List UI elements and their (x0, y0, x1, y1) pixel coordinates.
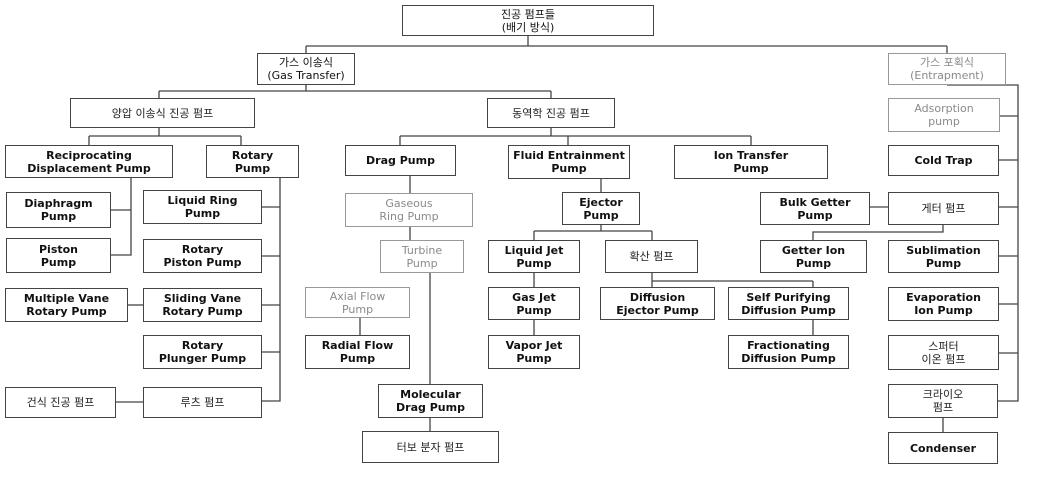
self-purifying-diffusion-pump-node: Self Purifying Diffusion Pump (728, 287, 849, 320)
ion-transfer-pump-node: Ion Transfer Pump (674, 145, 828, 179)
kinetic-vacuum-pump-node: 동역학 진공 펌프 (487, 98, 615, 128)
turbine-pump-node: Turbine Pump (380, 240, 464, 273)
fluid-entrainment-pump-node: Fluid Entrainment Pump (508, 145, 630, 179)
condenser-node: Condenser (888, 432, 998, 464)
axial-flow-pump-node: Axial Flow Pump (305, 287, 410, 318)
piston-pump-node: Piston Pump (6, 238, 111, 273)
adsorption-pump-node: Adsorption pump (888, 98, 1000, 132)
diffusion-pump-node: 확산 펌프 (605, 240, 698, 273)
sputter-ion-pump-node: 스퍼터 이온 펌프 (888, 335, 999, 370)
sliding-vane-pump-node: Sliding Vane Rotary Pump (143, 288, 262, 322)
getter-pump-node: 게터 펌프 (888, 192, 999, 225)
diaphragm-pump-node: Diaphragm Pump (6, 192, 111, 228)
getter-ion-pump-node: Getter Ion Pump (760, 240, 867, 273)
rotary-pump-node: Rotary Pump (206, 145, 299, 178)
radial-flow-pump-node: Radial Flow Pump (305, 335, 410, 369)
multiple-vane-pump-node: Multiple Vane Rotary Pump (5, 288, 128, 322)
dry-vacuum-pump-node: 건식 진공 펌프 (5, 387, 116, 418)
molecular-drag-pump-node: Molecular Drag Pump (378, 384, 483, 418)
evaporation-ion-pump-node: Evaporation Ion Pump (888, 287, 999, 321)
liquid-ring-pump-node: Liquid Ring Pump (143, 190, 262, 224)
gas-transfer-node: 가스 이송식 (Gas Transfer) (257, 53, 355, 85)
reciprocating-pump-node: Reciprocating Displacement Pump (5, 145, 173, 178)
ejector-pump-node: Ejector Pump (562, 192, 640, 225)
gaseous-ring-pump-node: Gaseous Ring Pump (345, 193, 473, 227)
roots-pump-node: 루츠 펌프 (143, 387, 262, 418)
vapor-jet-pump-node: Vapor Jet Pump (488, 335, 580, 369)
vacuum-pumps-root-node: 진공 펌프들 (배기 방식) (402, 5, 654, 36)
fractionating-diffusion-pump-node: Fractionating Diffusion Pump (728, 335, 849, 369)
cold-trap-node: Cold Trap (888, 145, 999, 176)
rotary-plunger-pump-node: Rotary Plunger Pump (143, 335, 262, 369)
diffusion-ejector-pump-node: Diffusion Ejector Pump (600, 287, 715, 320)
entrapment-node: 가스 포획식 (Entrapment) (888, 53, 1006, 85)
liquid-jet-pump-node: Liquid Jet Pump (488, 240, 580, 273)
sublimation-pump-node: Sublimation Pump (888, 240, 999, 273)
drag-pump-node: Drag Pump (345, 145, 456, 176)
cryo-pump-node: 크라이오 펌프 (888, 384, 998, 418)
rotary-piston-pump-node: Rotary Piston Pump (143, 239, 262, 273)
turbo-molecular-pump-node: 터보 분자 펌프 (362, 431, 499, 463)
bulk-getter-pump-node: Bulk Getter Pump (760, 192, 870, 225)
positive-displacement-node: 양압 이송식 진공 펌프 (70, 98, 255, 128)
gas-jet-pump-node: Gas Jet Pump (488, 287, 580, 320)
